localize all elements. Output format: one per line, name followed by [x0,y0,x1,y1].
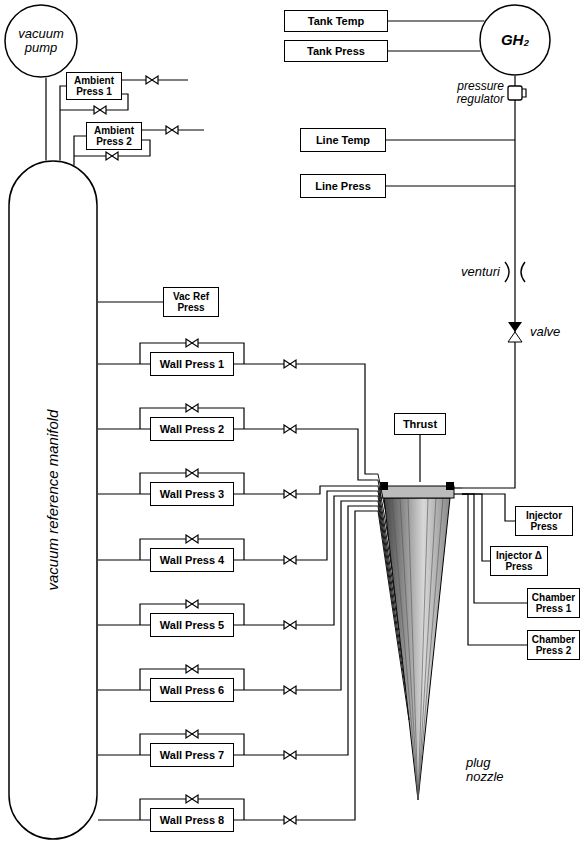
node-label: Ambient Press 1 [70,75,118,97]
node-label: Wall Press 1 [160,358,224,370]
pressure-box: Wall Press 6 [150,678,234,702]
node-label: Injector Press [519,510,569,532]
pipe-line [98,819,150,820]
pressure-box: Vac Ref Press [163,287,219,317]
regulator-symbol [508,86,526,100]
pipe-line [45,78,46,161]
pressure-box: Wall Press 5 [150,613,234,637]
pipe-line [419,435,420,470]
node-label: plug nozzle [466,756,520,783]
reference-manifold: vacuum reference manifold [8,160,98,840]
node-label: Wall Press 4 [160,554,224,566]
venturi-symbol [505,262,525,282]
pipe-line [98,559,150,560]
node-label: Line Temp [316,134,370,146]
pipe-line [234,506,372,755]
part-label: venturi [452,265,500,279]
pipe-line [462,76,515,488]
pressure-box: Wall Press 7 [150,743,234,767]
pipe-line [462,494,515,521]
node-label: Injector Δ Press [494,550,544,572]
node-label: Chamber Press 1 [531,592,576,614]
node-label: vacuum reference manifold [45,410,62,591]
node-label: Wall Press 8 [160,814,224,826]
pressure-box: Chamber Press 1 [527,588,580,618]
node-label: Wall Press 2 [160,423,224,435]
node-label: GH₂ [501,32,529,49]
pipe-line [234,511,372,820]
sensor-box: Tank Temp [284,10,388,32]
pressure-box: Ambient Press 2 [86,122,142,150]
pressure-box: Wall Press 2 [150,417,234,441]
sensor-box: Thrust [394,413,446,435]
pipe-line [388,20,484,21]
pressure-box: Wall Press 8 [150,808,234,832]
pressure-box: Injector Δ Press [490,546,548,576]
node-label: Vac Ref Press [167,291,215,313]
node-label: Wall Press 5 [160,619,224,631]
sensor-box: Tank Press [284,40,388,62]
sensor-box: Line Temp [300,128,386,152]
node-label: Thrust [403,418,437,430]
pipe-line [388,50,481,51]
valve-symbol [508,322,522,342]
plug-nozzle: plug nozzle [372,470,462,810]
pressure-box: Chamber Press 2 [527,630,580,660]
pipe-line [462,494,490,561]
node-label: Ambient Press 2 [90,125,138,147]
node-label: Tank Temp [308,15,364,27]
pipe-line [234,364,372,474]
node-label: Wall Press 6 [160,684,224,696]
pressure-box: Ambient Press 1 [66,72,122,100]
pipe-line [234,486,372,494]
node-label: Wall Press 3 [160,488,224,500]
pipe-line [98,363,150,364]
part-label: valve [530,325,574,339]
node-label: Wall Press 7 [160,749,224,761]
node-label: Tank Press [307,45,365,57]
node-label: vacuum pump [7,27,75,56]
gas-tank: GH₂ [479,4,551,76]
node-label: Line Press [315,180,371,192]
sensor-box: Line Press [300,174,386,198]
plug-nozzle-drawing [372,474,454,800]
pipe-line [98,493,150,494]
pipe-line [98,689,150,690]
pressure-box: Wall Press 3 [150,482,234,506]
pipe-line [74,136,86,165]
valve-symbol [94,76,296,824]
pipe-line [98,754,150,755]
pipe-line [234,429,372,480]
part-label: pressure regulator [430,80,504,105]
pressure-box: Wall Press 4 [150,548,234,572]
vacuum-pump: vacuum pump [4,4,78,78]
pressure-box: Wall Press 1 [150,352,234,376]
pipe-line [234,496,372,625]
pipe-line [98,624,150,625]
node-label: Chamber Press 2 [531,634,576,656]
pipe-line [234,501,372,690]
pipe-line [98,301,163,302]
pipe-line [98,428,150,429]
pressure-box: Injector Press [515,506,573,536]
